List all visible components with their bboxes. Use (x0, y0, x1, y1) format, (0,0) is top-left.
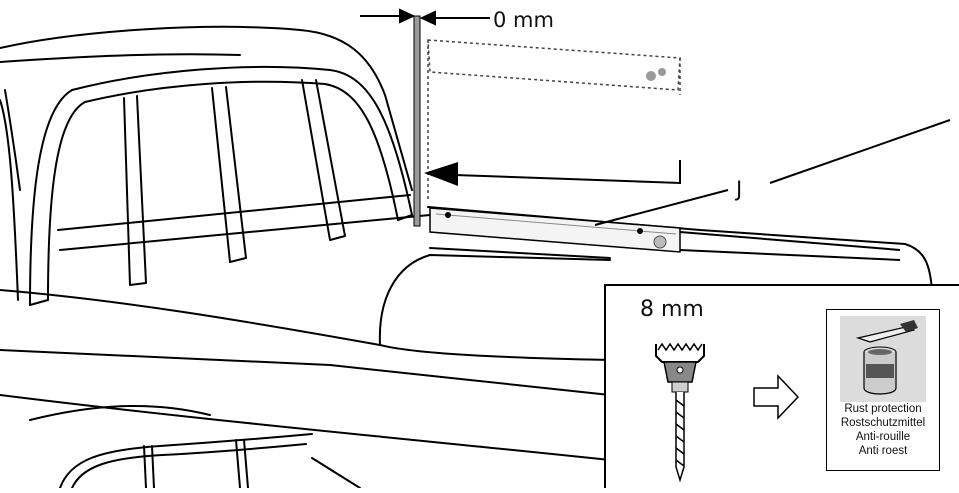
measure-bracket (454, 160, 681, 185)
cab-roof-outline (0, 25, 413, 191)
wheel-well (378, 254, 611, 361)
leader-lines (594, 119, 951, 261)
cab-roof-inner (0, 53, 241, 63)
bed-side-top (427, 206, 933, 291)
rust-protection-panel: Rust protection Rostschutzmittel Anti-ro… (826, 309, 940, 471)
roll-bar-end-left (29, 299, 49, 306)
roll-bar-outer (29, 65, 413, 306)
bed-side-lower (429, 247, 611, 259)
right-arrow-icon (753, 374, 800, 420)
drill-size-label: 8 mm (640, 297, 704, 322)
bed-floor (0, 349, 611, 396)
measure-arrow (424, 162, 458, 186)
roll-bar-post-2 (211, 86, 247, 263)
rust-line-en: Rust protection (844, 403, 922, 415)
mini-truck-rollbar (59, 433, 313, 489)
paint-can-brush-icon (840, 316, 926, 402)
rust-line-nl: Anti roest (858, 445, 908, 457)
bed-front-wall (59, 214, 431, 251)
truck-side-lower (0, 394, 611, 461)
reference-rod (413, 15, 421, 227)
bed-front-wall-top (57, 194, 411, 231)
mini-truck-rollbar-inner (71, 443, 307, 489)
gap-dimension (360, 8, 490, 26)
rust-line-de: Rostschutzmittel (840, 417, 926, 429)
rust-line-fr: Anti-rouille (855, 431, 911, 443)
rail-j (429, 207, 681, 253)
cab-side (0, 99, 19, 301)
mini-truck-posts (143, 439, 249, 489)
roll-bar-post-1 (123, 95, 147, 286)
gap-label: 0 mm (493, 8, 554, 32)
dashed-rail-bracket (646, 68, 666, 81)
bed-floor-front (0, 289, 381, 346)
rust-protection-text: Rust protection Rostschutzmittel Anti-ro… (827, 402, 939, 458)
mini-truck-line (311, 457, 361, 489)
part-label-j: J (736, 177, 743, 201)
drill-bit-icon (655, 342, 705, 482)
truck-side-curve (29, 404, 211, 421)
roll-bar-inner (47, 80, 399, 301)
roll-bar-post-3 (301, 79, 346, 241)
cab-window-edge (4, 89, 21, 191)
